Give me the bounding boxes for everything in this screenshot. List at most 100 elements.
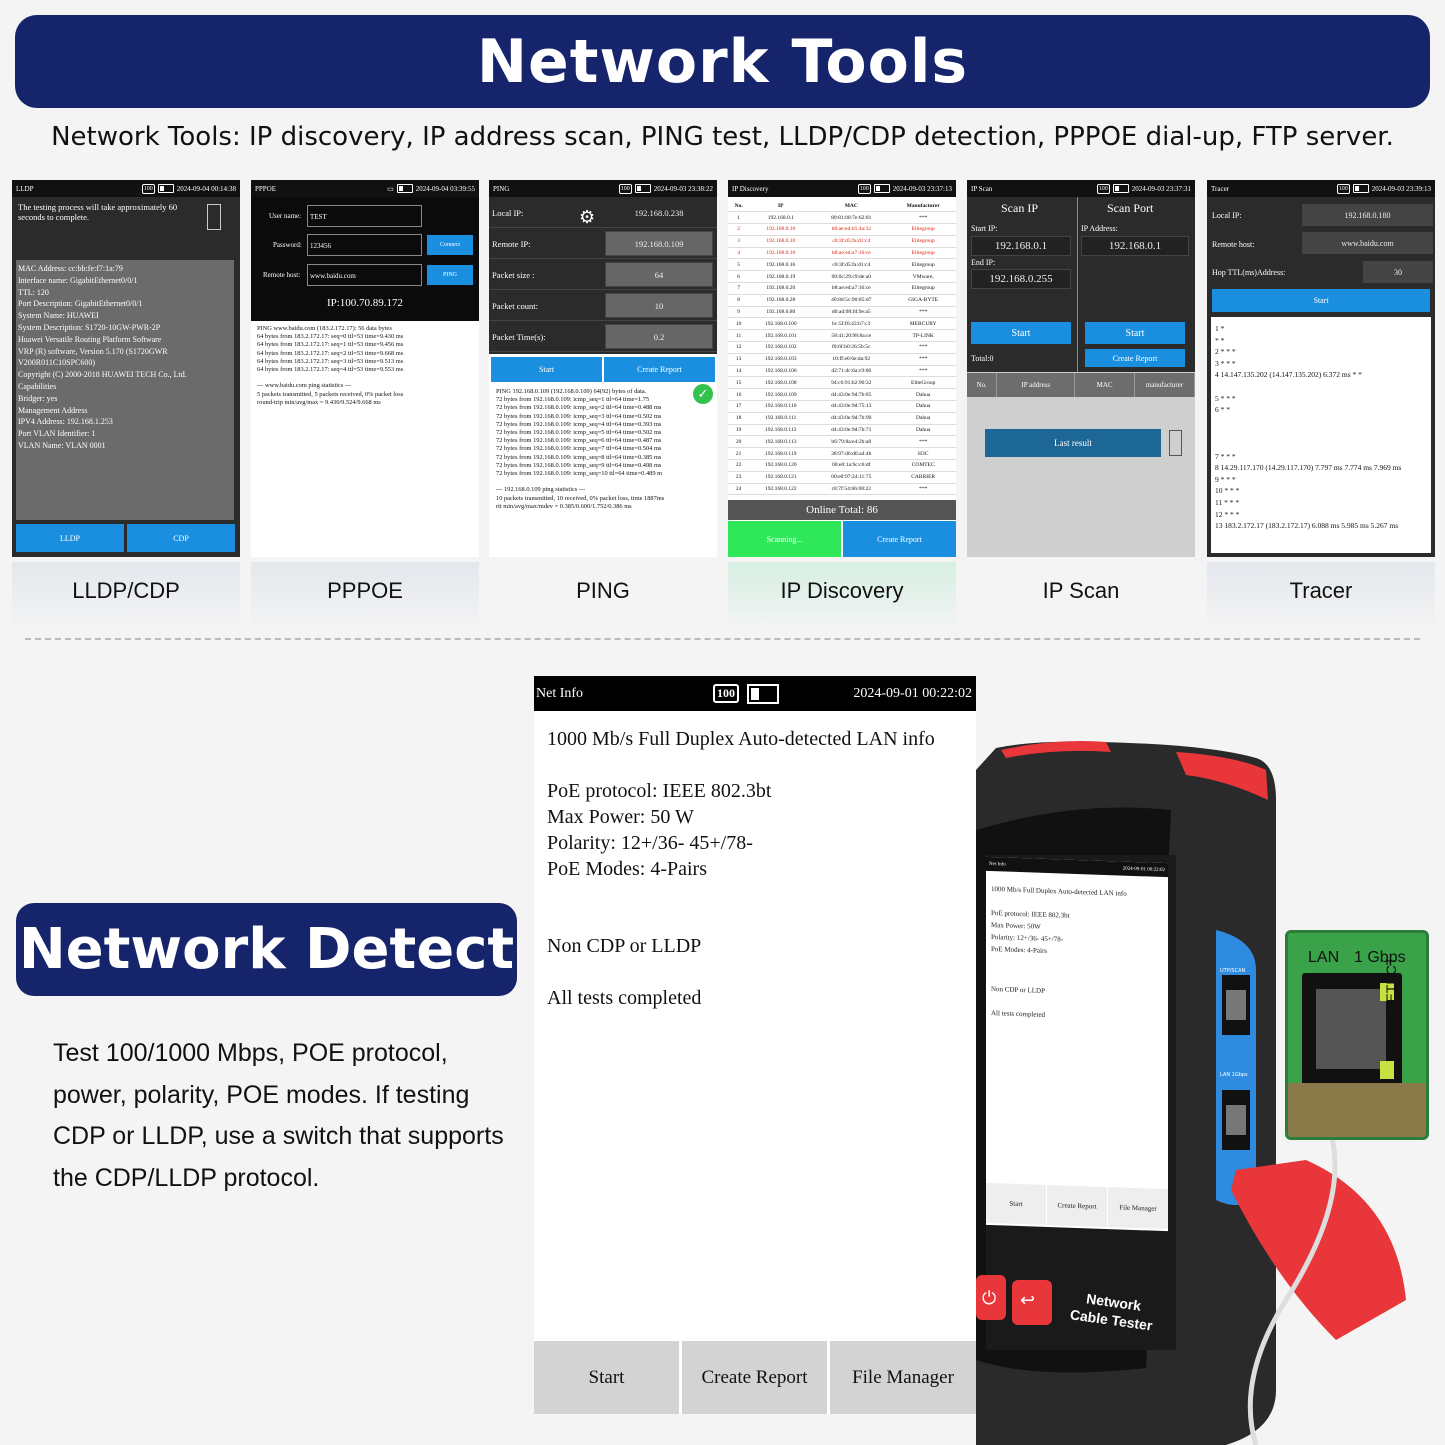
start-button[interactable]: Start (491, 357, 602, 382)
tab-scan-ip[interactable]: Scan IP (1001, 201, 1038, 215)
table-cell: c0:3f:d5:fa:d1:c4 (812, 258, 891, 272)
param-label: Local IP: (492, 208, 524, 218)
cdp-button[interactable]: CDP (127, 524, 235, 552)
remote-host-select[interactable]: www.baidu.com (307, 264, 422, 286)
detect-title: Network Detect (18, 917, 515, 982)
tab-scan-port[interactable]: Scan Port (1107, 201, 1154, 215)
table-cell: 192.168.0.20 (749, 282, 813, 295)
page-title: Network Tools (476, 26, 969, 97)
divider (25, 638, 1420, 640)
create-report-button[interactable]: Create Report (843, 521, 956, 557)
param-value[interactable]: 0.2 (605, 324, 713, 349)
connect-button[interactable]: Connect (427, 235, 473, 255)
password-input[interactable]: 123456 (307, 234, 422, 256)
table-cell: 192.168.0.1 (749, 211, 813, 225)
power-icon: ⏻ (982, 1288, 997, 1309)
table-cell: 192.168.0.101 (749, 329, 813, 343)
start-button[interactable]: Start (1212, 289, 1430, 312)
start-scan-ip-button[interactable]: Start (971, 322, 1071, 344)
ip-address-input[interactable]: 192.168.0.1 (1081, 236, 1189, 256)
polarity: Polarity: 12+/36- 45+/78- (547, 832, 753, 854)
reflection (251, 562, 479, 632)
gear-icon[interactable]: ⚙ (579, 207, 596, 227)
lldp-button[interactable]: LLDP (16, 524, 124, 552)
export-icon[interactable] (207, 204, 221, 230)
lldp-line: System Description: S1720-10GW-PWR-2P (18, 322, 161, 332)
file-manager-button[interactable]: File Manager (830, 1341, 976, 1414)
table-cell: EliteGroup (890, 376, 956, 390)
start-scan-port-button[interactable]: Start (1085, 322, 1185, 344)
table-cell: 192.168.0.111 (749, 412, 813, 425)
log-line: --- www.baidu.com ping statistics --- (257, 382, 352, 390)
poe-protocol: PoE protocol: IEEE 802.3bt (547, 780, 772, 802)
detect-description: Test 100/1000 Mbps, POE protocol, power,… (53, 1039, 504, 1192)
trace-line: 2 * * * (1215, 347, 1236, 357)
table-cell: 10 (728, 317, 750, 331)
table-cell: 192.168.0.121 (749, 471, 813, 484)
table-cell: d4:43:0e:9d:7b:90 (812, 412, 891, 425)
table-cell: *** (890, 341, 956, 354)
param-value[interactable]: 10 (605, 293, 713, 318)
table-cell: 192.168.0.100 (749, 317, 813, 331)
scanning-button[interactable]: Scanning... (728, 521, 841, 557)
battery-icon (157, 184, 174, 193)
export-icon[interactable] (1169, 430, 1182, 456)
create-report-button[interactable]: Create Report (682, 1341, 829, 1414)
table-cell: 192.168.0.28 (749, 294, 813, 307)
create-report-button[interactable]: Create Report (1085, 349, 1185, 367)
table-cell: 23 (728, 471, 750, 484)
lldp-line: Management Address (18, 405, 88, 415)
caption-ping: PING (576, 578, 630, 603)
table-cell: TP-LINK (890, 329, 956, 343)
lldp-line: Port VLAN Identifier: 1 (18, 429, 96, 439)
last-result-button[interactable]: Last result (985, 429, 1161, 457)
start-ip-input[interactable]: 192.168.0.1 (971, 236, 1071, 256)
create-report-button[interactable]: Create Report (604, 357, 715, 382)
table-cell: 14 (728, 365, 750, 378)
param-value[interactable]: 192.168.0.109 (605, 231, 713, 256)
start-button[interactable]: Start (534, 1341, 681, 1414)
ping-param-row: Packet Time(s):0.2 (489, 321, 717, 352)
mini-report-button: Create Report (1047, 1184, 1108, 1228)
param-value[interactable]: 64 (605, 262, 713, 287)
ping-log: PING 192.168.0.109 (192.168.0.109) 64(92… (496, 388, 716, 511)
table-cell: 192.168.0.19 (749, 270, 813, 284)
battery-icon (1352, 184, 1369, 193)
param-value[interactable]: 192.168.0.238 (605, 200, 713, 225)
username-input[interactable]: TEST (307, 205, 422, 227)
hop-input[interactable]: 30 (1363, 261, 1433, 283)
table-cell: Dahua (890, 400, 956, 413)
ping-button[interactable]: PING (427, 265, 473, 285)
table-cell: d4:43:0e:9d:7b:85 (812, 388, 891, 402)
remote-host-input[interactable]: www.baidu.com (1302, 232, 1433, 254)
lldp-line: VRP (R) software, Version 5.170 (S1720GW… (18, 346, 168, 356)
table-cell: 192.168.0.122 (749, 483, 813, 496)
end-ip-input[interactable]: 192.168.0.255 (971, 269, 1071, 289)
